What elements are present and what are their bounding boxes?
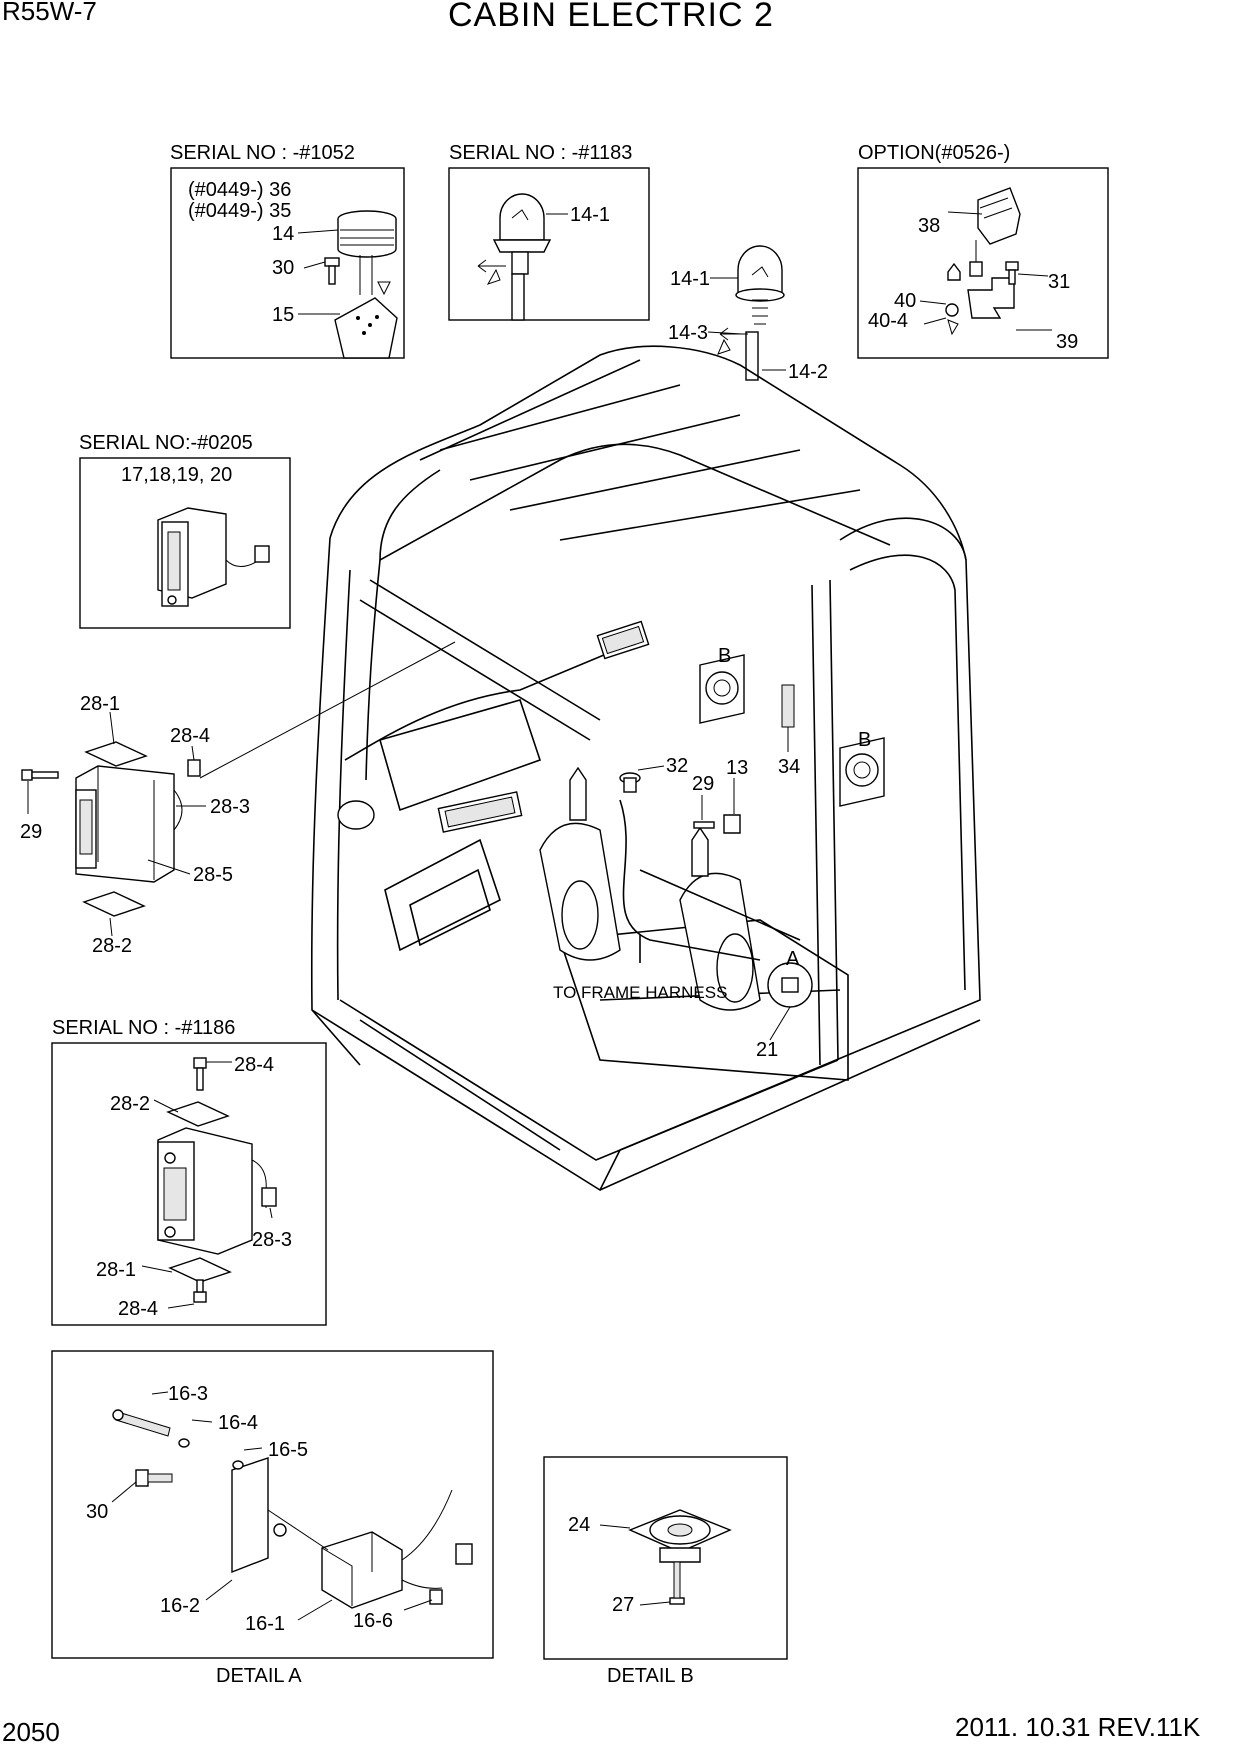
box-serial-1052: SERIAL NO : -#1052 (#0449-) 36 (#0449-) … bbox=[170, 142, 405, 359]
frame-harness-label: TO FRAME HARNESS bbox=[553, 983, 727, 1002]
speaker-icon bbox=[699, 654, 745, 724]
s1186-callout-28-3: 28-3 bbox=[252, 1229, 292, 1251]
callout-A: A bbox=[786, 948, 800, 970]
callout-21: 21 bbox=[756, 1039, 778, 1061]
work-lamp-icon bbox=[969, 187, 1021, 277]
callout-28-4: 28-4 bbox=[170, 725, 210, 747]
box-serial-1183-title: SERIAL NO : -#1183 bbox=[449, 142, 632, 164]
radio-assembly-icon bbox=[21, 741, 201, 917]
callout-39: 39 bbox=[1056, 331, 1078, 353]
callout-32: 32 bbox=[666, 755, 688, 777]
connector-40-icon bbox=[945, 262, 961, 336]
beacon-lamp-icon bbox=[334, 210, 398, 359]
beacon-on-cab-icon bbox=[717, 245, 785, 381]
screw-16-3-icon bbox=[112, 1409, 171, 1437]
box-serial-1052-title: SERIAL NO : -#1052 bbox=[170, 142, 355, 164]
callout-16-5: 16-5 bbox=[268, 1439, 308, 1461]
relay-13-icon bbox=[723, 814, 741, 834]
callout-34: 34 bbox=[778, 756, 800, 778]
callout-14-1: 14-1 bbox=[670, 268, 710, 290]
callout-B-upper: B bbox=[718, 645, 731, 667]
box-serial-1186-title: SERIAL NO : -#1186 bbox=[52, 1017, 235, 1039]
bolt-30-icon bbox=[324, 257, 340, 285]
callout-16-2: 16-2 bbox=[160, 1595, 200, 1617]
callout-15: 15 bbox=[272, 304, 294, 326]
callout-31: 31 bbox=[1048, 271, 1070, 293]
callout-40-4: 40-4 bbox=[868, 310, 908, 332]
callout-B-lower: B bbox=[858, 729, 871, 751]
callout-14: 14 bbox=[272, 223, 294, 245]
s1186-callout-28-1: 28-1 bbox=[96, 1259, 136, 1281]
callout-38: 38 bbox=[918, 215, 940, 237]
screw-27-icon bbox=[669, 1561, 685, 1605]
callout-28-1: 28-1 bbox=[80, 693, 120, 715]
page-title: CABIN ELECTRIC 2 bbox=[448, 0, 774, 34]
callout-13: 13 bbox=[726, 757, 748, 779]
box-serial-0205-title: SERIAL NO:-#0205 bbox=[79, 432, 253, 454]
converter-16-icon bbox=[231, 1457, 473, 1609]
callout-16-4: 16-4 bbox=[218, 1412, 258, 1434]
callout-16-1: 16-1 bbox=[245, 1613, 285, 1635]
revision-label: 2011. 10.31 REV.11K bbox=[955, 1712, 1201, 1742]
cabin-frame bbox=[310, 345, 981, 1192]
box-option-0526-title: OPTION(#0526-) bbox=[858, 142, 1010, 164]
callout-29: 29 bbox=[692, 773, 714, 795]
model-label: R55W-7 bbox=[2, 0, 97, 26]
radio-unit-icon bbox=[157, 507, 270, 607]
bolt-29-icon bbox=[21, 769, 59, 781]
callout-14-3: 14-3 bbox=[668, 322, 708, 344]
radio-unit-1186-icon bbox=[157, 1057, 277, 1303]
socket-icon bbox=[619, 772, 641, 793]
callout-29-left: 29 bbox=[20, 821, 42, 843]
callout-28-2: 28-2 bbox=[92, 935, 132, 957]
box-serial-1186: SERIAL NO : -#1186 28-4 28-2 28-3 28-1 2… bbox=[51, 1017, 327, 1326]
box-serial-0205: SERIAL NO:-#0205 17,18,19, 20 bbox=[79, 432, 291, 629]
callout-24: 24 bbox=[568, 1514, 590, 1536]
detail-a-label: DETAIL A bbox=[216, 1665, 302, 1687]
speaker-icon bbox=[839, 737, 885, 807]
page-number: 2050 bbox=[2, 1717, 60, 1747]
s1186-callout-28-4-bot: 28-4 bbox=[118, 1298, 158, 1320]
callout-14-1-box: 14-1 bbox=[570, 204, 610, 226]
callout-17-20: 17,18,19, 20 bbox=[121, 464, 232, 486]
speaker-24-icon bbox=[628, 1509, 732, 1563]
callout-16-3: 16-3 bbox=[168, 1383, 208, 1405]
screw-29-icon bbox=[693, 821, 715, 829]
callout-35: (#0449-) 35 bbox=[188, 200, 291, 222]
callout-40: 40 bbox=[894, 290, 916, 312]
callout-27: 27 bbox=[612, 1594, 634, 1616]
callout-28-5: 28-5 bbox=[193, 864, 233, 886]
box-detail-a: DETAIL A 16-3 16-4 16- bbox=[51, 1350, 494, 1687]
callout-30: 30 bbox=[86, 1501, 108, 1523]
detail-b-label: DETAIL B bbox=[607, 1665, 694, 1687]
callout-28-3: 28-3 bbox=[210, 796, 250, 818]
callout-16-6: 16-6 bbox=[353, 1610, 393, 1632]
box-detail-b: DETAIL B 24 27 bbox=[543, 1456, 788, 1687]
callout-30-top: 30 bbox=[272, 257, 294, 279]
bolt-30-icon bbox=[135, 1469, 173, 1487]
s1186-callout-28-4-top: 28-4 bbox=[234, 1054, 274, 1076]
s1186-callout-28-2: 28-2 bbox=[110, 1093, 150, 1115]
callout-14-2: 14-2 bbox=[788, 361, 828, 383]
callout-36: (#0449-) 36 bbox=[188, 179, 291, 201]
box-option-0526: OPTION(#0526-) 38 31 40 40-4 39 bbox=[857, 142, 1109, 359]
box-serial-1183: SERIAL NO : -#1183 14-1 bbox=[448, 142, 650, 321]
rotating-beacon-icon bbox=[477, 193, 552, 321]
bolt-31-icon bbox=[1005, 261, 1019, 285]
bracket-39-icon bbox=[967, 277, 1015, 319]
